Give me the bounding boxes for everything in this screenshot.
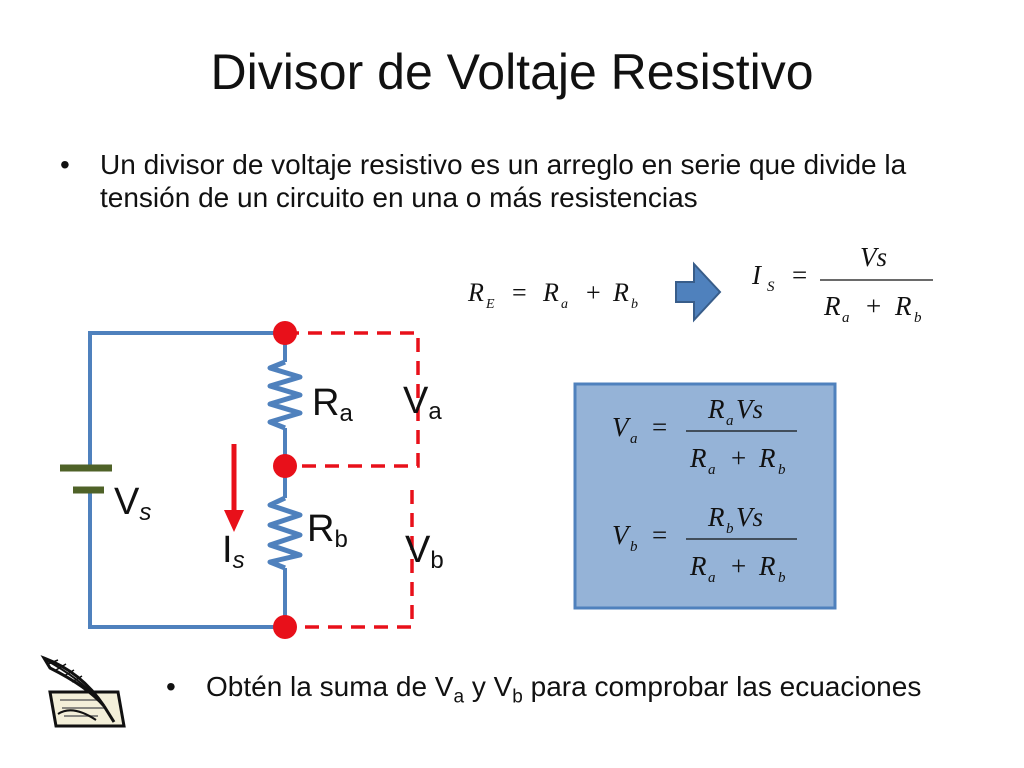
eq-is-plus: + xyxy=(866,291,881,321)
dashed-voltage-loops xyxy=(285,331,420,629)
equation-va: V a = R a Vs R a + R b xyxy=(612,394,797,478)
label-va: Va xyxy=(403,380,442,424)
eq-vb-d2: R xyxy=(758,551,776,581)
eq-vb-d1-sub: a xyxy=(708,570,716,586)
eq-is-d2: R xyxy=(894,291,912,321)
label-vs-sub: s xyxy=(139,499,152,526)
resistor-rb xyxy=(267,495,303,571)
bullet-exercise-suffix: para comprobar las ecuaciones xyxy=(522,671,922,702)
eq-is-d2-sub: b xyxy=(914,310,922,326)
bullet-definition: • Un divisor de voltaje resistivo es un … xyxy=(60,148,920,214)
eq-re-plus: + xyxy=(586,278,601,307)
resistor-ra xyxy=(267,359,303,431)
eq-re-lhs: R xyxy=(467,278,484,307)
eq-is-lhs: I xyxy=(751,260,763,290)
label-ra-base: R xyxy=(312,382,340,424)
eq-re-t1: R xyxy=(542,278,559,307)
dashed-va-loop xyxy=(285,331,420,468)
eq-va-n1-sub: a xyxy=(726,413,734,429)
eq-vb-n2: Vs xyxy=(736,502,763,532)
bullet-exercise-sub-a: a xyxy=(453,686,465,708)
eq-re-t2-sub: b xyxy=(631,297,638,312)
bullet-exercise-mid: y V xyxy=(464,671,513,702)
eq-va-d1: R xyxy=(689,443,707,473)
label-vb: Vb xyxy=(405,529,444,573)
label-vb-base: V xyxy=(405,529,431,571)
eq-va-lhs-sub: a xyxy=(630,431,638,447)
label-is-sub: s xyxy=(232,547,245,574)
bullet-dot: • xyxy=(60,149,70,180)
eq-va-d2-sub: b xyxy=(778,462,786,478)
eq-is-num: Vs xyxy=(860,242,887,272)
eq-vb-n1: R xyxy=(707,502,725,532)
label-ra: Ra xyxy=(312,382,353,426)
quill-pen-icon xyxy=(40,655,126,728)
eq-vb-n1-sub: b xyxy=(726,521,734,537)
label-is: Is xyxy=(222,529,245,573)
wire-top xyxy=(88,331,285,468)
label-rb-base: R xyxy=(307,508,335,550)
circuit-wires xyxy=(88,331,287,629)
eq-va-n2: Vs xyxy=(736,394,763,424)
eq-re-lhs-sub: E xyxy=(485,297,495,312)
equation-is: I S = Vs R a + R b xyxy=(751,242,933,326)
label-rb-sub: b xyxy=(334,526,348,553)
bullet-exercise-prefix: Obtén la suma de V xyxy=(206,671,454,702)
bullet-exercise-sub-b: b xyxy=(512,686,523,708)
eq-vb-eq: = xyxy=(652,520,667,550)
label-vs: Vs xyxy=(114,481,151,525)
eq-is-eq: = xyxy=(792,260,807,290)
eq-re-t2: R xyxy=(612,278,629,307)
current-arrow-head xyxy=(224,510,244,532)
label-vs-base: V xyxy=(114,481,140,523)
node-top xyxy=(273,321,297,345)
eq-va-n1: R xyxy=(707,394,725,424)
eq-is-d1-sub: a xyxy=(842,310,850,326)
eq-vb-lhs-sub: b xyxy=(630,539,638,555)
page-title: Divisor de Voltaje Resistivo xyxy=(210,44,814,100)
bullet-definition-text: Un divisor de voltaje resistivo es un ar… xyxy=(100,149,907,213)
eq-re-eq: = xyxy=(512,278,527,307)
label-rb: Rb xyxy=(307,508,348,552)
eq-vb-plus: + xyxy=(731,551,746,581)
equation-re: R E = R a + R b xyxy=(467,278,638,312)
wire-bottom xyxy=(88,490,285,629)
eq-va-lhs: V xyxy=(612,412,632,442)
eq-va-eq: = xyxy=(652,412,667,442)
equation-box xyxy=(573,382,837,610)
eq-is-lhs-sub: S xyxy=(767,279,775,295)
eq-va-d1-sub: a xyxy=(708,462,716,478)
eq-vb-lhs: V xyxy=(612,520,632,550)
node-bottom xyxy=(273,615,297,639)
node-middle xyxy=(273,454,297,478)
label-ra-sub: a xyxy=(339,400,353,427)
eq-re-t1-sub: a xyxy=(561,297,568,312)
right-arrow-icon xyxy=(675,261,722,323)
eq-is-d1: R xyxy=(823,291,841,321)
label-va-sub: a xyxy=(428,398,442,425)
label-vb-sub: b xyxy=(430,547,444,574)
bullet-exercise: • Obtén la suma de Va y Vb para comproba… xyxy=(166,670,926,714)
label-is-base: I xyxy=(222,529,233,571)
label-va-base: V xyxy=(403,380,429,422)
eq-va-plus: + xyxy=(731,443,746,473)
equation-vb: V b = R b Vs R a + R b xyxy=(612,502,797,586)
eq-vb-d2-sub: b xyxy=(778,570,786,586)
bullet-dot: • xyxy=(166,671,176,702)
eq-va-d2: R xyxy=(758,443,776,473)
eq-vb-d1: R xyxy=(689,551,707,581)
dashed-vb-loop xyxy=(285,490,414,629)
